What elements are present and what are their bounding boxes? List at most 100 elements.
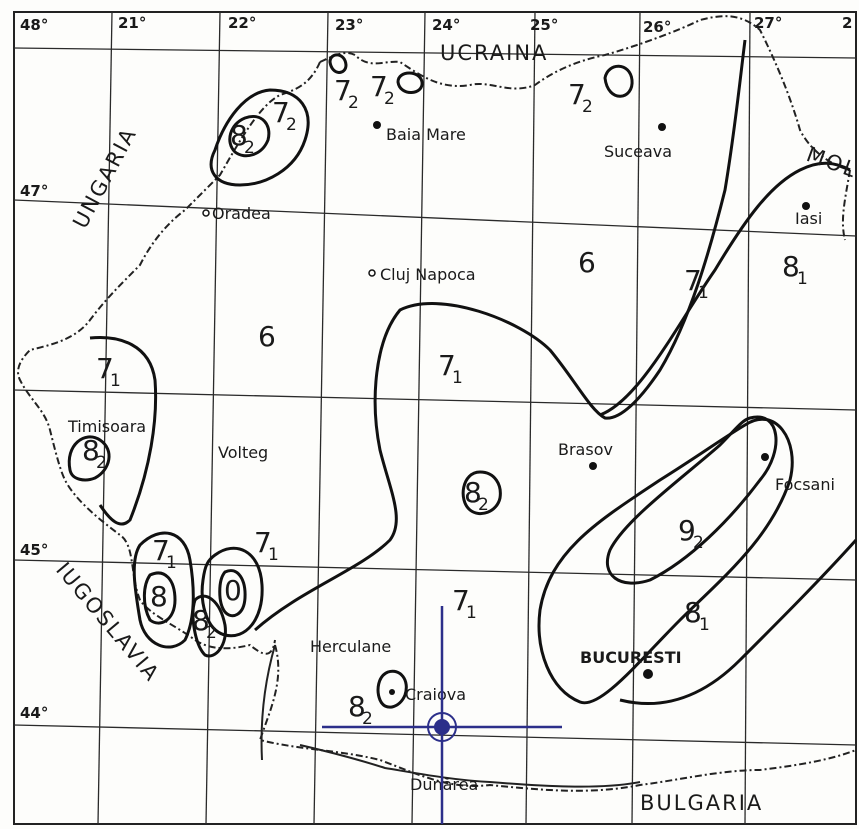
zone-label-8-sw: 8 — [150, 580, 168, 613]
eastern-border — [841, 169, 851, 241]
lat-label-44: 44° — [20, 704, 48, 722]
country-label-bulgaria: BULGARIA — [640, 791, 763, 815]
zone-sub-nw-72: 2 — [286, 115, 297, 135]
isoline-n-oval-b — [603, 64, 634, 98]
zone-sub-82-central: 2 — [478, 495, 489, 515]
zone-label-0-sw: 0 — [224, 574, 242, 607]
city-label-craiova: Craiova — [405, 685, 466, 704]
city-dot-iasi — [802, 202, 810, 210]
zone-sub-n-72c: 2 — [582, 97, 593, 117]
city-label-baia-mare: Baia Mare — [386, 125, 466, 144]
isoline-sw-71 — [132, 531, 195, 649]
isoline-n-oval-a — [396, 71, 424, 94]
city-label-herculane: Herculane — [310, 637, 391, 656]
isolines — [67, 39, 858, 709]
zone-labels: 7 2 7 2 7 2 7 2 8 2 6 7 1 8 1 6 7 1 7 1 … — [82, 70, 808, 729]
zone-sub-n-72b: 2 — [384, 89, 395, 109]
zone-sub-71-south: 1 — [466, 603, 477, 623]
zone-sub-81-bucuresti: 1 — [699, 615, 710, 635]
zone-sub-82-timisoara: 2 — [96, 453, 107, 473]
city-dot-craiova — [389, 689, 395, 695]
isoline-nw-82 — [228, 115, 271, 158]
zone-label-82-craiova: 8 — [348, 690, 366, 723]
lon-label-48: 48° — [20, 16, 48, 34]
country-label-moldova: MOL — [803, 142, 859, 182]
isoline-nw-72 — [209, 88, 310, 187]
isoline-west-71 — [89, 336, 158, 526]
lon-label-25: 25° — [530, 16, 558, 34]
isoline-sw-0-inner — [218, 569, 247, 618]
country-label-ucraina: UCRAINA — [440, 41, 548, 65]
city-dot-brasov — [589, 462, 597, 470]
city-markers — [202, 121, 810, 695]
zone-label-6-north: 6 — [578, 246, 596, 279]
isoline-n-loop — [328, 53, 348, 74]
zone-label-71-south: 7 — [452, 584, 470, 617]
map-frame — [13, 11, 857, 825]
city-dot-oradea — [202, 209, 210, 217]
southern-border — [258, 644, 857, 792]
isoline-vrancea-92 — [605, 415, 778, 585]
lat-label-45: 45° — [20, 541, 48, 559]
isoline-east-81 — [599, 161, 851, 417]
city-label-iasi: Iasi — [795, 209, 822, 228]
zone-sub-82-craiova: 2 — [362, 709, 373, 729]
zone-label-82-sw: 8 — [192, 604, 210, 637]
zone-sub-71-west: 1 — [110, 371, 121, 391]
zone-label-71-ne: 7 — [684, 264, 702, 297]
city-dot-suceava — [658, 123, 666, 131]
danube-river — [260, 644, 641, 788]
zone-label-6-west: 6 — [258, 320, 276, 353]
lon-label-23: 23° — [335, 16, 363, 34]
zone-label-nw-72: 7 — [272, 96, 290, 129]
zone-label-n-72b: 7 — [370, 70, 388, 103]
lon-label-27: 27° — [754, 14, 782, 32]
zone-sub-n-72a: 2 — [348, 93, 359, 113]
zone-label-81-bucuresti: 8 — [684, 596, 702, 629]
country-label-ungaria: UNGARIA — [68, 123, 141, 232]
lon-label-22: 22° — [228, 14, 256, 32]
isoline-central-82 — [461, 470, 502, 515]
city-dot-bucuresti — [643, 669, 653, 679]
city-label-timisoara: Timisoara — [67, 417, 146, 436]
lon-label-21: 21° — [118, 14, 146, 32]
zone-label-nw-82: 8 — [230, 119, 248, 152]
zone-label-82-central: 8 — [464, 476, 482, 509]
river-label-dunarea: Dunărea — [410, 775, 478, 794]
zone-sub-71-central: 1 — [452, 368, 463, 388]
zone-label-n-72a: 7 — [334, 74, 352, 107]
zone-label-82-timisoara: 8 — [82, 434, 100, 467]
zone-label-71-central: 7 — [438, 349, 456, 382]
isoline-vrancea-outer — [537, 417, 794, 705]
zone-sub-71-ne: 1 — [698, 283, 709, 303]
zone-label-71-west: 7 — [96, 352, 114, 385]
city-label-brasov: Brasov — [558, 440, 613, 459]
zone-sub-71-sw: 1 — [166, 553, 177, 573]
city-label-oradea: Oradea — [212, 204, 271, 223]
zone-label-81-iasi: 8 — [782, 250, 800, 283]
city-dot-focsani — [761, 453, 769, 461]
zone-label-92-vrancea: 9 — [678, 514, 696, 547]
zone-sub-82-sw: 2 — [206, 623, 217, 643]
city-label-suceava: Suceava — [604, 142, 672, 161]
city-dot-baia-mare — [373, 121, 381, 129]
isoline-east-81-south — [619, 538, 858, 706]
zone-sub-71-sw2: 1 — [268, 545, 279, 565]
isoline-sw-8 — [142, 571, 177, 625]
national-border — [17, 15, 851, 655]
city-label-cluj: Cluj Napoca — [380, 265, 476, 284]
lat-label-47: 47° — [20, 182, 48, 200]
isoline-sw-0-outer — [200, 546, 264, 638]
zone-sub-nw-82: 2 — [244, 138, 255, 158]
isoline-sw-82 — [191, 594, 227, 658]
lon-label-24: 24° — [432, 16, 460, 34]
city-label-bucuresti: BUCURESTI — [580, 648, 682, 667]
city-dot-cluj — [368, 269, 376, 277]
zone-label-n-72c: 7 — [568, 78, 586, 111]
zone-label-71-sw2: 7 — [254, 526, 272, 559]
zone-sub-81-iasi: 1 — [797, 269, 808, 289]
location-crosshair-icon[interactable] — [322, 606, 562, 824]
isoline-timisoara — [67, 435, 111, 482]
